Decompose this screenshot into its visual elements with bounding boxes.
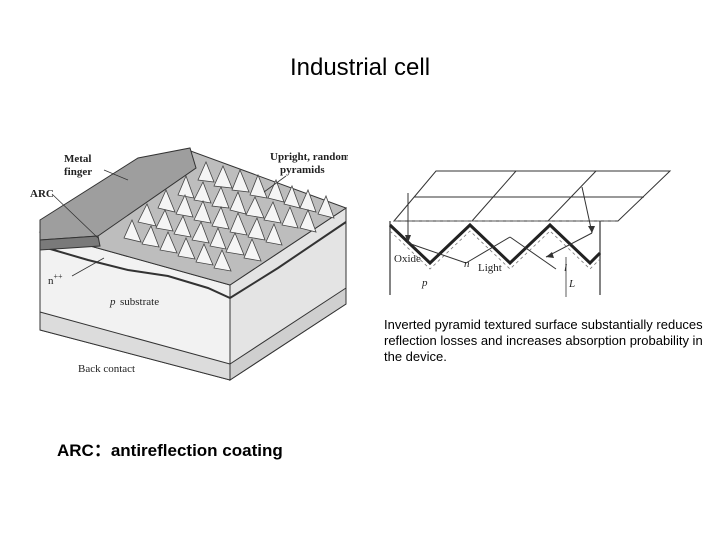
label-n-layer: n++ [48, 272, 63, 287]
label-L: L [568, 278, 575, 290]
label-light: Light [478, 262, 502, 274]
label-oxide: Oxide [394, 253, 421, 265]
pyramids [123, 160, 335, 272]
label-substrate: substrate [120, 296, 159, 308]
n-layer-boundary [39, 221, 347, 300]
pyramid-grid [392, 170, 672, 222]
label-upright: Upright, random [270, 151, 348, 163]
label-arc: ARC [30, 188, 54, 200]
label-pyramids: pyramids [280, 164, 325, 176]
upright-pyramid-cell-diagram: Metal finger ARC Upright, random pyramid… [30, 147, 348, 381]
label-p: p [421, 277, 428, 289]
label-l: l [564, 262, 567, 274]
label-back-contact: Back contact [78, 363, 135, 375]
label-n: n [464, 258, 470, 270]
figure-caption: Inverted pyramid textured surface substa… [384, 317, 703, 364]
arc-definition: ARC：antireflection coating [57, 441, 283, 460]
light-rays [407, 186, 593, 270]
label-finger: finger [64, 166, 92, 178]
label-substrate-p: p [109, 296, 116, 308]
inverted-pyramid-profile [388, 222, 602, 266]
label-metal: Metal [64, 153, 91, 165]
inverted-pyramid-diagram: Oxide n Light p l L [388, 170, 672, 297]
slide-title: Industrial cell [289, 54, 431, 81]
